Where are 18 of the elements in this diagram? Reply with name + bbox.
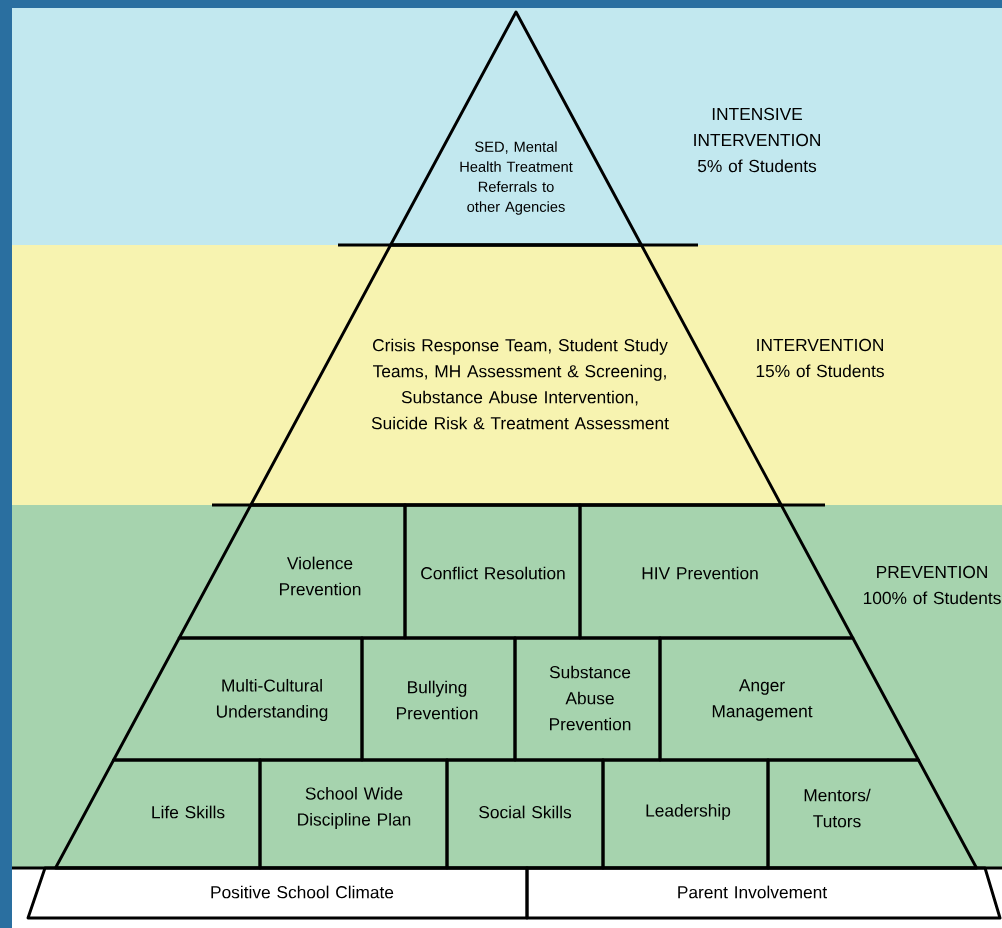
program-cell: Mentors/ Tutors bbox=[766, 758, 978, 870]
program-cell: Anger Management bbox=[658, 636, 920, 762]
program-cell: Social Skills bbox=[445, 758, 605, 870]
program-cell: Bullying Prevention bbox=[360, 636, 517, 762]
base-cell: Positive School Climate bbox=[26, 866, 529, 920]
program-cell: HIV Prevention bbox=[578, 503, 855, 640]
pyramid-tier: SED, Mental Health Treatment Referrals to other Agencies bbox=[389, 10, 643, 247]
program-cell: Leadership bbox=[601, 758, 770, 870]
program-cell: Life Skills bbox=[54, 758, 262, 870]
program-cell: Conflict Resolution bbox=[403, 503, 582, 640]
tier-label: INTERVENTION 15% of Students bbox=[756, 338, 884, 378]
tier-label: PREVENTION 100% of Students bbox=[863, 565, 1001, 605]
program-cell: School Wide Discipline Plan bbox=[258, 758, 449, 870]
program-cell: Multi-Cultural Understanding bbox=[112, 636, 364, 762]
program-cell: Violence Prevention bbox=[177, 503, 407, 640]
program-cell: Substance Abuse Prevention bbox=[513, 636, 662, 762]
tier-label: INTENSIVE INTERVENTION 5% of Students bbox=[694, 107, 820, 173]
base-cell: Parent Involvement bbox=[525, 866, 1002, 920]
